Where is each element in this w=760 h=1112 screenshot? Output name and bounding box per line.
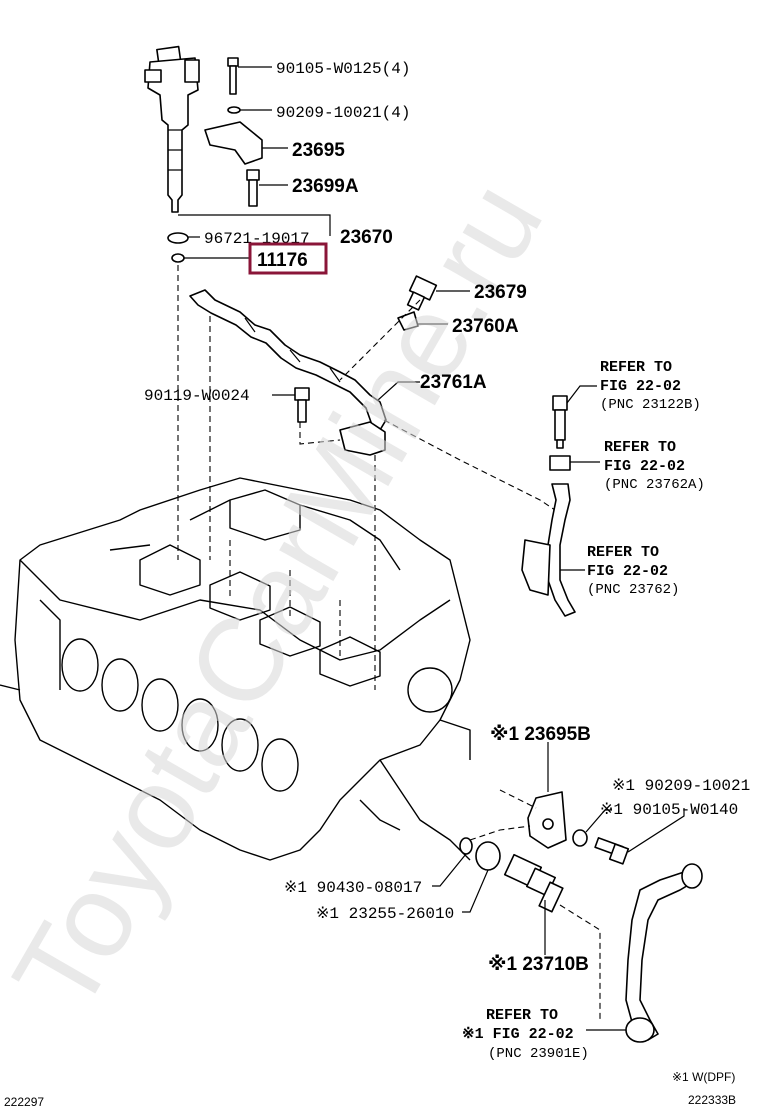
code-right: 222333B <box>688 1093 736 1107</box>
ref4-line1: REFER TO <box>486 1007 558 1024</box>
ref4-line2: ※1 FIG 22-02 <box>462 1026 574 1043</box>
washer-90209-lower <box>572 829 588 847</box>
label-90105-w0140: ※1 90105-W0140 <box>600 801 738 819</box>
ref3-line3: (PNC 23762) <box>587 582 679 598</box>
injector-bracket-23695b <box>527 791 567 849</box>
label-23699a: 23699A <box>292 176 359 197</box>
pipe-bracket <box>339 421 386 456</box>
fuel-pipe-23901e <box>625 863 703 1043</box>
highlight-box <box>248 242 328 275</box>
label-23695b: ※1 23695B <box>490 724 591 745</box>
label-90105-w0125: 90105-W0125(4) <box>276 60 410 78</box>
label-90209-10021: 90209-10021(4) <box>276 104 410 122</box>
bolt-90105 <box>227 57 239 95</box>
label-90209-10021-lower: ※1 90209-10021 <box>612 777 750 795</box>
cylinder-head-block <box>0 477 471 861</box>
injector-clamp <box>204 121 263 165</box>
fuel-injector <box>144 45 200 213</box>
ref2-line3: (PNC 23762A) <box>604 477 705 493</box>
footnote: ※1 W(DPF) <box>672 1070 735 1084</box>
label-23695: 23695 <box>292 140 345 161</box>
ref3-line1: REFER TO <box>587 544 659 561</box>
bolt-90105-lower <box>594 837 630 865</box>
union-23762a <box>549 455 571 471</box>
ref1-line1: REFER TO <box>600 359 672 376</box>
ref4-line3: (PNC 23901E) <box>488 1046 589 1062</box>
injector-gasket <box>167 232 189 244</box>
bolt-90119 <box>294 387 310 423</box>
label-90119-w0024: 90119-W0024 <box>144 387 250 405</box>
ref1-line3: (PNC 23122B) <box>600 397 701 413</box>
label-23710b: ※1 23710B <box>488 954 589 975</box>
injector-seal <box>171 253 185 263</box>
label-23760a: 23760A <box>452 316 519 337</box>
ref2-line1: REFER TO <box>604 439 676 456</box>
ref2-line2: FIG 22-02 <box>604 458 685 475</box>
add-fuel-valve-23710b <box>503 853 564 913</box>
stud-23699a <box>246 169 260 207</box>
label-23679: 23679 <box>474 282 527 303</box>
fuel-sensor-23122b <box>552 395 568 449</box>
label-23670: 23670 <box>340 227 393 248</box>
label-23761a: 23761A <box>420 372 487 393</box>
ref1-line2: FIG 22-02 <box>600 378 681 395</box>
injection-pipe <box>189 289 387 431</box>
label-23255-26010: ※1 23255-26010 <box>316 905 454 923</box>
code-left: 222297 <box>4 1095 44 1109</box>
gasket-23255 <box>475 841 501 871</box>
ref3-line2: FIG 22-02 <box>587 563 668 580</box>
washer-90430 <box>459 837 473 855</box>
pipe-23762 <box>521 483 576 617</box>
label-11176[interactable]: 11176 <box>257 250 308 271</box>
washer-90209 <box>227 106 241 114</box>
label-90430-08017: ※1 90430-08017 <box>284 879 422 897</box>
